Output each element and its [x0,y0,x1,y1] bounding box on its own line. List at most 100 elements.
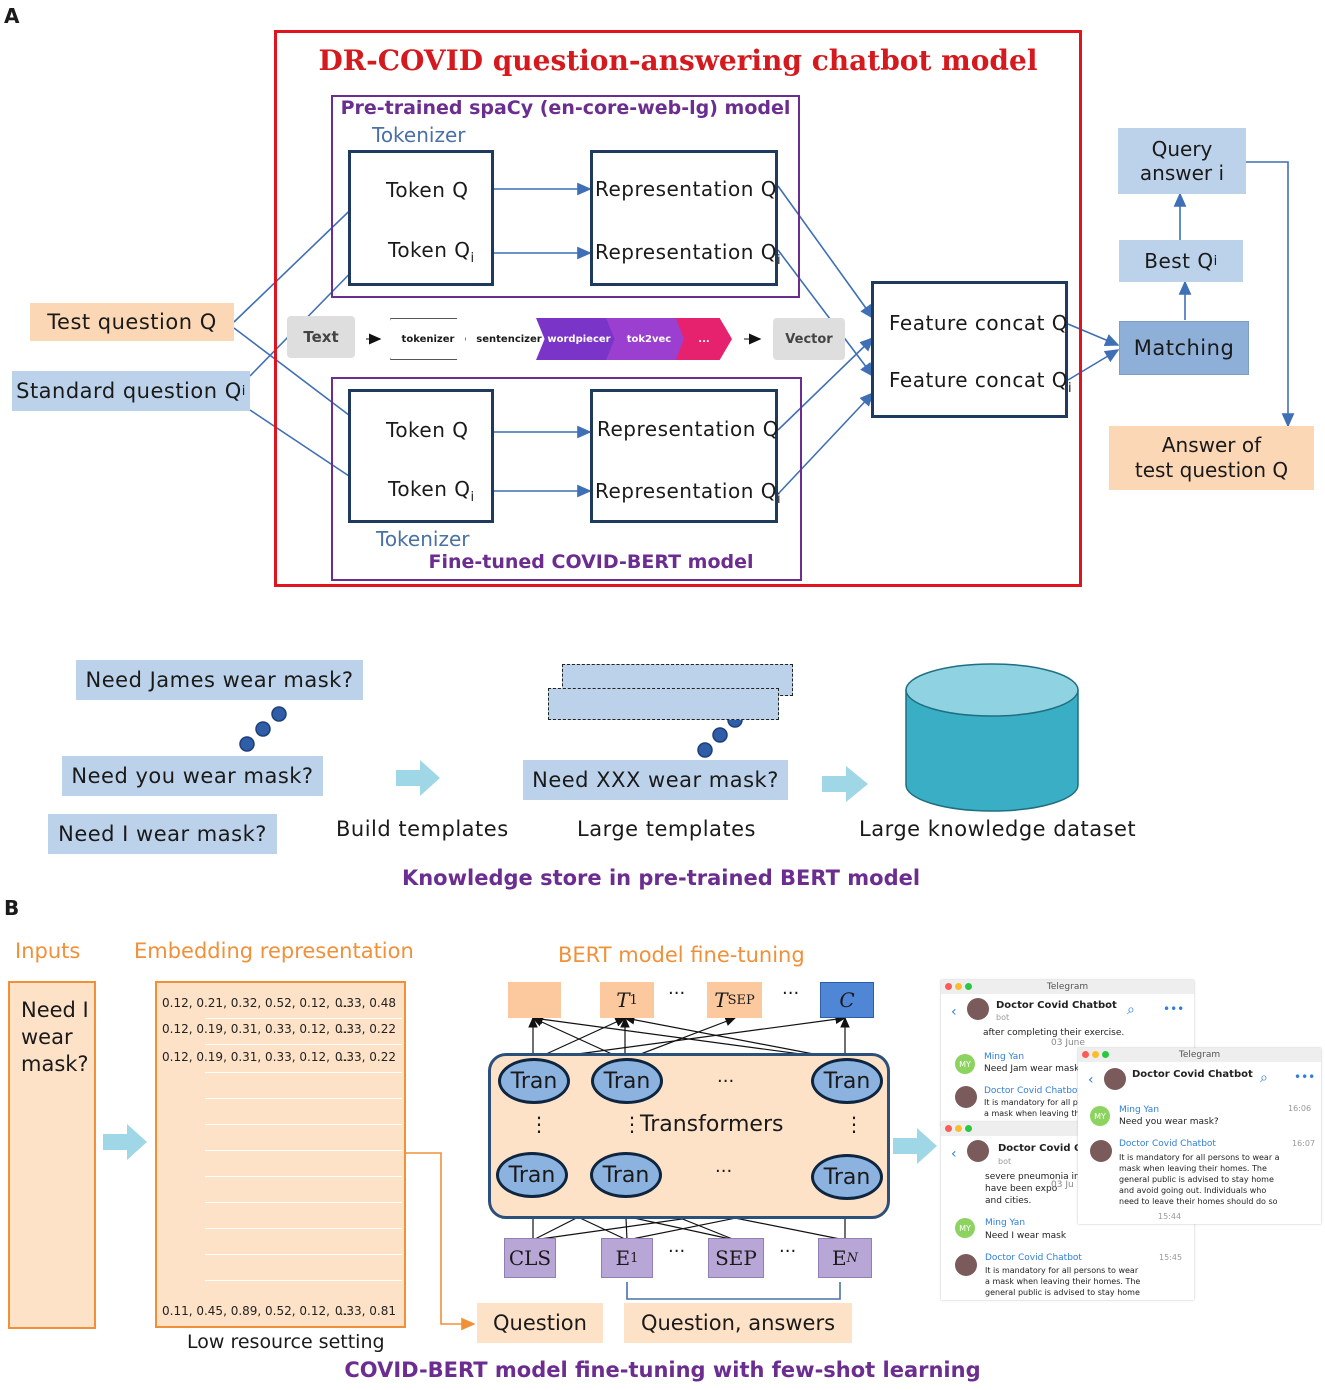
example-you: Need you wear mask? [62,756,323,796]
pipeline-step-more: ... [676,318,732,360]
test-question-box: Test question Q [30,303,234,341]
chat-3-bot-msg-3: general public is advised to stay home [985,1288,1140,1297]
chat-1-bot-label: Doctor Covid Chatbot [984,1086,1081,1096]
chat-window-2: Telegram ‹ Doctor Covid Chatbot ⌕ ••• 16… [1078,1048,1321,1224]
vdots-right: ⋮ [844,1112,864,1136]
embedding-divider [205,1044,402,1045]
bottom-representation-q: Representation Q [597,417,779,441]
pipeline-step-sentencizer: sentencizer [466,318,552,360]
embedding-divider [205,1176,402,1177]
large-templates-label: Large templates [577,817,756,841]
search-icon[interactable]: ⌕ [1260,1070,1268,1086]
embedding-divider [205,1098,402,1099]
chat-1-bot-name: Doctor Covid Chatbot [996,1000,1117,1011]
chat-3-bot-label: Doctor Covid Chatbot [985,1253,1082,1263]
bottom-token-qi: Token Qi [388,477,475,505]
chat-2-time-1: 16:06 [1288,1104,1312,1113]
chat-2-bot-msg-5: need to leave their homes should do so [1119,1197,1278,1206]
low-resource-label: Low resource setting [187,1331,385,1353]
feature-concat-q: Feature concat Q [889,311,1069,335]
embedding-divider [205,1150,402,1151]
chat-3-top-3: and cities. [985,1196,1032,1206]
chat-2-bot-msg-1: It is mandatory for all persons to wear … [1119,1153,1280,1162]
chat-2-time-2: 16:07 [1292,1139,1316,1148]
bert-title: BERT model fine-tuning [558,943,805,967]
more-icon[interactable]: ••• [1163,1002,1185,1016]
tran-bottom-3: Tran [811,1154,883,1200]
input-box: Need I wear mask? [8,981,96,1329]
tran-top-1: Tran [498,1058,570,1104]
bot-avatar [967,1140,989,1162]
tran-top-3: Tran [811,1058,883,1104]
output-c: C [820,982,874,1018]
chat-2-bot-msg-4: and avoid going out. Individuals who [1119,1186,1267,1195]
tran-top-2: Tran [591,1058,663,1104]
feature-concat-qi: Feature concat Qi [889,368,1073,396]
chat-3-top-1: severe pneumonia in C [985,1172,1089,1182]
chat-3-bot-name: Doctor Covid Cha [998,1143,1096,1154]
chat-1-bot-sub: bot [996,1013,1010,1022]
chat-3-bot-msg-2: a mask when leaving their homes. The [985,1277,1141,1286]
chat-1-user-name: Ming Yan [984,1052,1025,1062]
user-avatar: MY [955,1218,975,1238]
embedding-title: Embedding representation [134,939,414,963]
example-james: Need James wear mask? [76,660,363,700]
search-icon[interactable]: ⌕ [1127,1002,1135,1018]
chat-1-titlebar: Telegram [941,980,1194,994]
chat-2-bot-msg-3: general public is advised to stay home [1119,1175,1274,1184]
embedding-divider [205,1018,402,1019]
bottom-tokenizer-label: Tokenizer [376,527,470,551]
chat-3-time: 15:45 [1159,1253,1183,1262]
back-icon[interactable]: ‹ [951,1146,957,1162]
transformers-label: Transformers [640,1112,784,1137]
chat-3-top-2: have been expo [985,1184,1058,1194]
embedding-row-1: 0.12, 0.21, 0.32, 0.52, 0.12, ... 0.33, … [162,996,396,1010]
large-dataset-label: Large knowledge dataset [859,817,1137,841]
embedding-divider [205,1124,402,1125]
bot-avatar [955,1254,977,1276]
token-ellipsis-1: ... [668,1236,686,1257]
pipeline-step-wordpiecer: wordpiecer [536,318,622,360]
chat-2-bot-name: Doctor Covid Chatbot [1132,1069,1253,1080]
back-icon[interactable]: ‹ [951,1004,957,1020]
bottom-representation-qi: Representation Qi [595,479,782,507]
user-avatar: MY [955,1054,975,1074]
top-token-box [348,150,494,286]
chatbot-model-frame [274,30,1082,587]
spacy-model-frame [331,95,800,298]
inputs-title: Inputs [15,939,81,963]
bottom-token-q: Token Q [386,418,469,442]
chat-1-bot-msg-1: It is mandatory for all p [984,1098,1078,1107]
embedding-divider [205,1228,402,1229]
user-avatar: MY [1090,1106,1110,1126]
tran-bottom-ellipsis: ... [715,1156,733,1177]
top-token-q: Token Q [386,178,469,202]
covid-bert-model-frame [331,377,802,581]
top-token-qi: Token Qi [388,238,475,266]
embedding-box [155,981,406,1328]
top-tokenizer-label: Tokenizer [372,123,466,147]
output-ellipsis-1: ... [668,978,686,999]
feature-concat-box [871,281,1068,418]
more-icon[interactable]: ••• [1294,1070,1316,1084]
chat-2-user-name: Ming Yan [1119,1105,1160,1115]
chat-1-user-msg: Need Jam wear mask. [984,1064,1083,1074]
tran-bottom-2: Tran [590,1152,662,1198]
back-icon[interactable]: ‹ [1088,1072,1094,1088]
example-i: Need I wear mask? [48,814,277,854]
matching-box: Matching [1119,321,1249,375]
spacy-model-title: Pre-trained spaCy (en-core-web-lg) model [340,97,791,119]
panel-a-label: A [4,4,20,28]
panel-b-label: B [4,896,20,920]
build-templates-label: Build templates [336,817,509,841]
embedding-row-4: 0.11, 0.45, 0.89, 0.52, 0.12, ... 0.33, … [162,1304,396,1318]
chat-3-bot-sub: bot [998,1157,1012,1166]
